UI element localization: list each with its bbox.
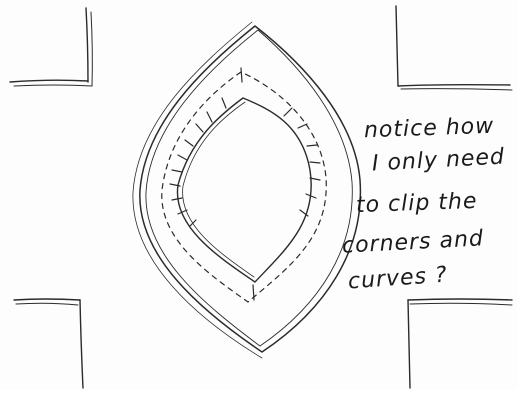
seam-line-dashed bbox=[162, 72, 326, 302]
corner-piece-top-left bbox=[10, 8, 92, 86]
corner-piece-top-right bbox=[396, 6, 512, 90]
note-line-1: notice how bbox=[364, 116, 495, 143]
note-line-3: to clip the bbox=[356, 191, 478, 217]
clip-marks bbox=[170, 68, 320, 300]
corner-piece-bottom-left bbox=[14, 299, 83, 388]
corner-piece-bottom-right bbox=[408, 299, 512, 388]
outer-fabric-edge bbox=[133, 22, 361, 358]
